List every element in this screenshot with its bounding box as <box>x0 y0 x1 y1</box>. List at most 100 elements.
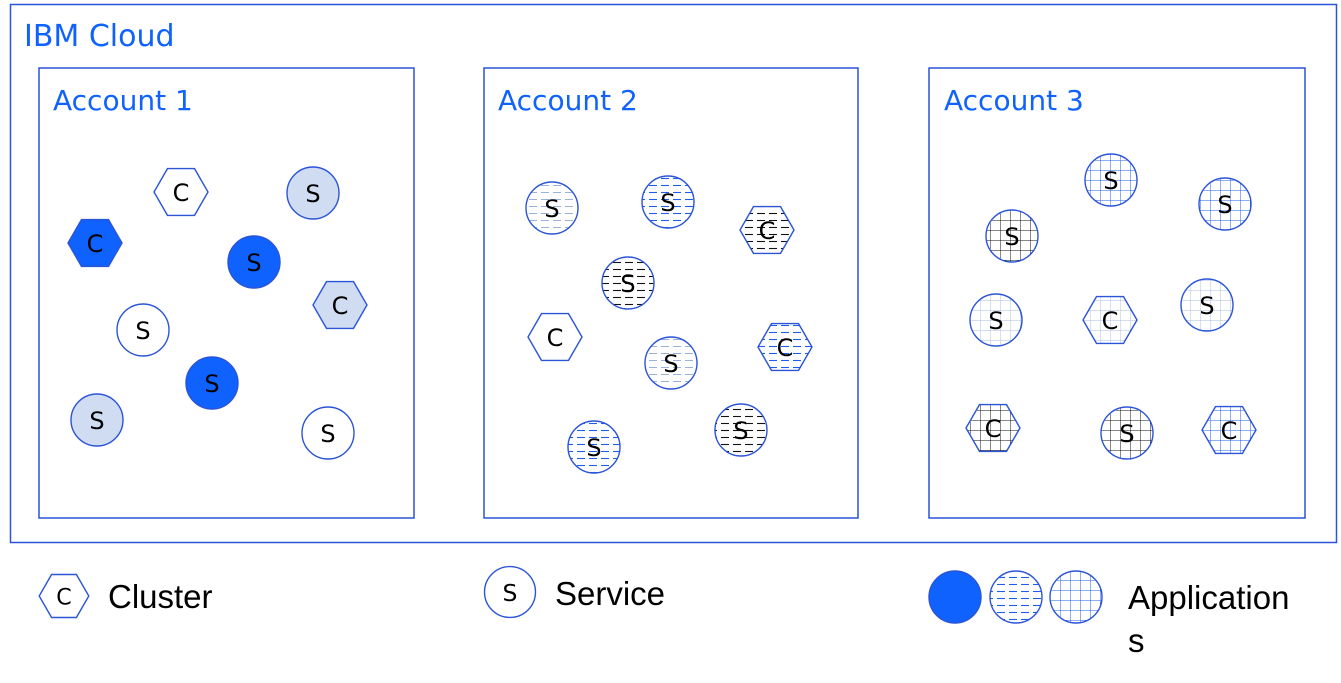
cluster-node-letter: C <box>173 179 190 207</box>
cluster-node: C <box>757 322 813 372</box>
service-node-letter: S <box>988 307 1003 335</box>
cluster-node-letter: C <box>87 230 104 258</box>
service-circle <box>483 565 537 619</box>
cluster-node-letter: C <box>547 324 564 352</box>
service-node: S <box>1198 177 1252 231</box>
account-box-1: Account 1 <box>38 67 415 519</box>
service-node-letter: S <box>586 434 601 462</box>
service-circle <box>601 256 655 310</box>
service-node: S <box>567 420 621 474</box>
cluster-hexagon <box>739 205 795 255</box>
cluster-hexagon <box>38 573 90 619</box>
service-node-letter: S <box>663 350 678 378</box>
service-circle <box>714 403 768 457</box>
nodes-layer: C S C S C S S S S S S C S C S C S S S S S S C S C S C <box>67 153 1257 474</box>
service-node-letter: S <box>135 317 150 345</box>
service-node: S <box>301 406 355 460</box>
account-3-frame <box>928 67 1306 519</box>
service-node: S <box>185 356 239 410</box>
service-circle <box>1100 406 1154 460</box>
service-node-letter: S <box>1004 223 1019 251</box>
service-node-letter: S <box>544 195 559 223</box>
cluster-node-letter: C <box>1221 417 1238 445</box>
cluster-hexagon <box>965 403 1021 453</box>
service-node: S <box>1180 278 1234 332</box>
service-node: S <box>601 256 655 310</box>
cluster-node-letter: C <box>56 584 71 610</box>
service-circle <box>969 293 1023 347</box>
service-node: S <box>227 235 281 289</box>
service-circle <box>1180 278 1234 332</box>
service-circle <box>525 181 579 235</box>
service-node: S <box>644 336 698 390</box>
cluster-node: C <box>153 167 209 217</box>
cluster-node: C <box>527 312 583 362</box>
legend-service-node: S <box>483 565 537 619</box>
cluster-hexagon <box>757 322 813 372</box>
legend-service-label: Service <box>555 575 665 612</box>
cluster-hexagon <box>1082 295 1138 345</box>
legend-application-swatch-solid <box>928 570 982 624</box>
service-node-letter: S <box>1217 191 1232 219</box>
cluster-hexagon <box>67 218 123 268</box>
service-circle <box>185 356 239 410</box>
service-node: S <box>70 393 124 447</box>
ibm-cloud-frame <box>9 3 1338 544</box>
cluster-node: C <box>965 403 1021 453</box>
legend-cluster-label: Cluster <box>108 578 213 615</box>
legend-application-swatch-grid-blue <box>1049 570 1103 624</box>
account-2-frame <box>483 67 859 519</box>
service-node-letter: S <box>1103 167 1118 195</box>
cluster-node-letter: C <box>777 334 794 362</box>
cluster-hexagon <box>1201 405 1257 455</box>
account-1-title: Account 1 <box>53 84 193 117</box>
account-3-title: Account 3 <box>944 84 1084 117</box>
cluster-node: C <box>67 218 123 268</box>
cluster-node-letter: C <box>759 217 776 245</box>
service-node: S <box>286 166 340 220</box>
service-node-letter: S <box>1199 292 1214 320</box>
legend-cluster-node: C <box>38 573 90 619</box>
service-node-letter: S <box>660 189 675 217</box>
service-circle <box>301 406 355 460</box>
legend-applications-label-line1: Application <box>1128 579 1289 616</box>
account-1-frame <box>38 67 415 519</box>
service-node: S <box>714 403 768 457</box>
service-circle <box>644 336 698 390</box>
account-box-2: Account 2 <box>483 67 859 519</box>
service-circle <box>641 175 695 229</box>
service-node-letter: S <box>620 270 635 298</box>
cluster-node-letter: C <box>1102 307 1119 335</box>
service-node: S <box>641 175 695 229</box>
service-node-letter: S <box>1119 420 1134 448</box>
service-node-letter: S <box>320 420 335 448</box>
legend-applications-label-line2: s <box>1128 622 1145 659</box>
cluster-node-letter: C <box>332 292 349 320</box>
service-node: S <box>1084 153 1138 207</box>
cluster-hexagon <box>527 312 583 362</box>
account-box-3: Account 3 <box>928 67 1306 519</box>
service-node: S <box>116 303 170 357</box>
service-node-letter: S <box>733 417 748 445</box>
cluster-hexagon <box>153 167 209 217</box>
cluster-node: C <box>1201 405 1257 455</box>
service-node: S <box>1100 406 1154 460</box>
service-circle <box>985 209 1039 263</box>
cluster-node: C <box>739 205 795 255</box>
legend-application-swatch-dash-blue <box>989 570 1043 624</box>
cluster-node-letter: C <box>985 415 1002 443</box>
cluster-node: C <box>1082 295 1138 345</box>
service-circle <box>227 235 281 289</box>
service-node-letter: S <box>503 579 518 607</box>
service-circle <box>1198 177 1252 231</box>
service-circle <box>567 420 621 474</box>
service-node-letter: S <box>204 370 219 398</box>
ibm-cloud-title: IBM Cloud <box>24 19 175 54</box>
cluster-node: C <box>312 280 368 330</box>
service-node: S <box>985 209 1039 263</box>
service-node-letter: S <box>246 249 261 277</box>
cluster-hexagon <box>312 280 368 330</box>
